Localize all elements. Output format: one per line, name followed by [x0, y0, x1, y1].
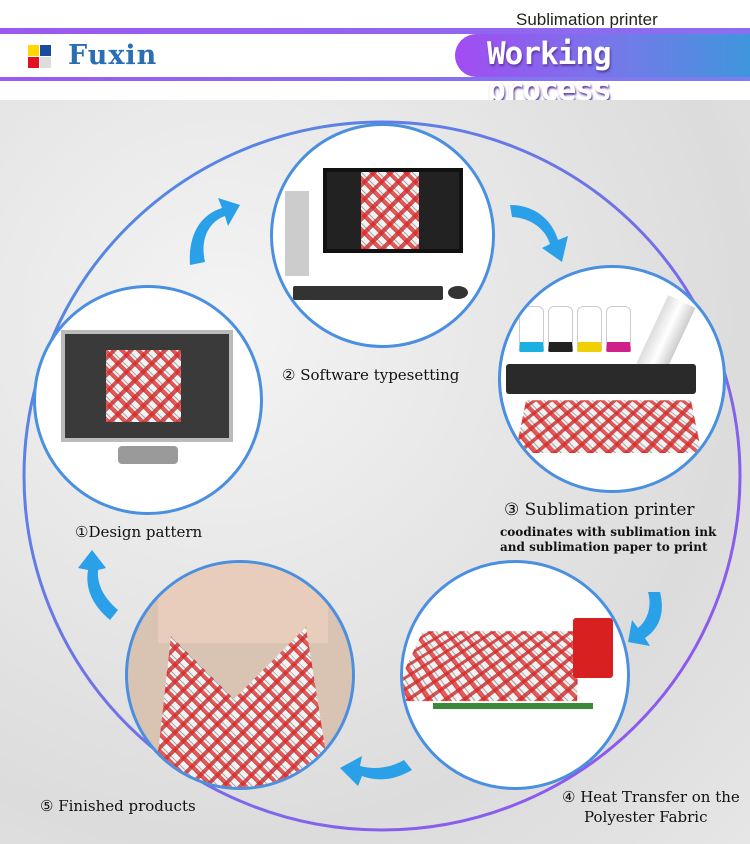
mouse-icon — [448, 286, 468, 299]
step-3-detail-line-2: and sublimation paper to print — [500, 540, 708, 554]
heat-press-machine — [573, 618, 613, 678]
step-2-label: ② Software typesetting — [282, 366, 460, 384]
header-bar-bottom — [0, 77, 750, 81]
pattern-preview — [361, 172, 419, 249]
plaid-dress — [153, 627, 333, 787]
ink-bottle-yellow — [577, 306, 602, 352]
step-1-label: ①Design pattern — [75, 523, 203, 541]
monitor-stand — [118, 446, 178, 464]
pattern-preview — [106, 350, 181, 422]
pc-tower-icon — [285, 191, 309, 276]
printed-fabric — [515, 400, 702, 453]
step-3-detail: coodinates with sublimation ink and subl… — [500, 525, 717, 555]
arrow-icon — [510, 205, 568, 262]
arrow-icon — [340, 756, 412, 786]
arrow-icon — [78, 550, 118, 620]
arrow-icon — [189, 198, 240, 265]
header-subtitle: Sublimation printer — [516, 10, 658, 29]
step-4-heat-transfer-image — [400, 560, 630, 790]
step-1-design-image — [33, 285, 263, 515]
arrow-icon — [628, 592, 662, 646]
step-2-software-image — [270, 123, 495, 348]
ink-bottles-icon — [519, 306, 631, 352]
header-bar-top — [0, 28, 750, 34]
step-4-label-line-2: Polyester Fabric — [584, 808, 708, 826]
step-3-detail-line-1: coodinates with sublimation ink — [500, 525, 717, 539]
fabric-on-machine — [403, 631, 579, 702]
step-3-printer-image — [498, 265, 726, 493]
step-4-label-line-1: ④ Heat Transfer on the — [562, 788, 740, 806]
ink-bottle-magenta — [606, 306, 631, 352]
step-5-finished-product-image — [125, 560, 355, 790]
printer-body — [506, 364, 696, 394]
step-5-label: ⑤ Finished products — [40, 797, 196, 815]
machine-frame — [433, 703, 593, 709]
step-4-label: ④ Heat Transfer on the Polyester Fabric — [562, 787, 740, 827]
model-skin — [158, 563, 328, 643]
ink-bottle-cyan — [519, 306, 544, 352]
keyboard-icon — [293, 286, 443, 300]
ring-path — [22, 120, 742, 832]
brand-name: Fuxin — [68, 40, 158, 71]
step-3-label: ③ Sublimation printer — [504, 500, 695, 520]
ink-bottle-black — [548, 306, 573, 352]
